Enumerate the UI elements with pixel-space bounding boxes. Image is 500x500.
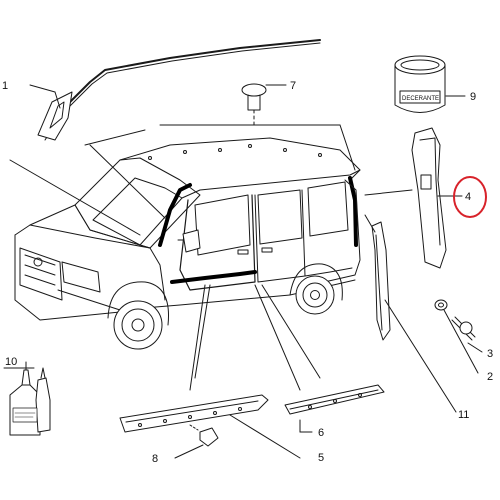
part-6-sill-strip: [284, 384, 385, 433]
highlight-ring: [453, 176, 487, 218]
part-10-bottles: [3, 361, 51, 436]
callout-2: 2: [487, 371, 493, 383]
van-body: [14, 137, 361, 350]
part-4-pillar-trim: [411, 127, 463, 269]
callout-labels: 1 2 3 4 5 6 7 8 9 10 11 DECERANTE: [2, 80, 493, 465]
callout-6: 6: [318, 427, 324, 439]
part-1-trim: [29, 39, 321, 141]
leader-lines: [9, 124, 413, 391]
part-9-jar: [394, 55, 466, 113]
callout-4: 4: [465, 191, 471, 203]
callout-3: 3: [487, 348, 493, 360]
part-7-clip: [241, 83, 287, 126]
part-5-sill-strip: [119, 394, 301, 459]
callout-1: 1: [2, 80, 8, 92]
callout-11: 11: [458, 409, 469, 421]
callout-8: 8: [152, 453, 158, 465]
jar-label: DECERANTE: [402, 96, 439, 102]
part-2-3-fasteners: [434, 299, 483, 374]
callout-5: 5: [318, 452, 324, 464]
callout-9: 9: [470, 91, 476, 103]
callout-7: 7: [290, 80, 296, 92]
callout-10: 10: [5, 356, 17, 368]
part-11-strip: [371, 221, 457, 413]
bottle-label: [12, 407, 38, 423]
part-8-clip: [174, 424, 219, 459]
